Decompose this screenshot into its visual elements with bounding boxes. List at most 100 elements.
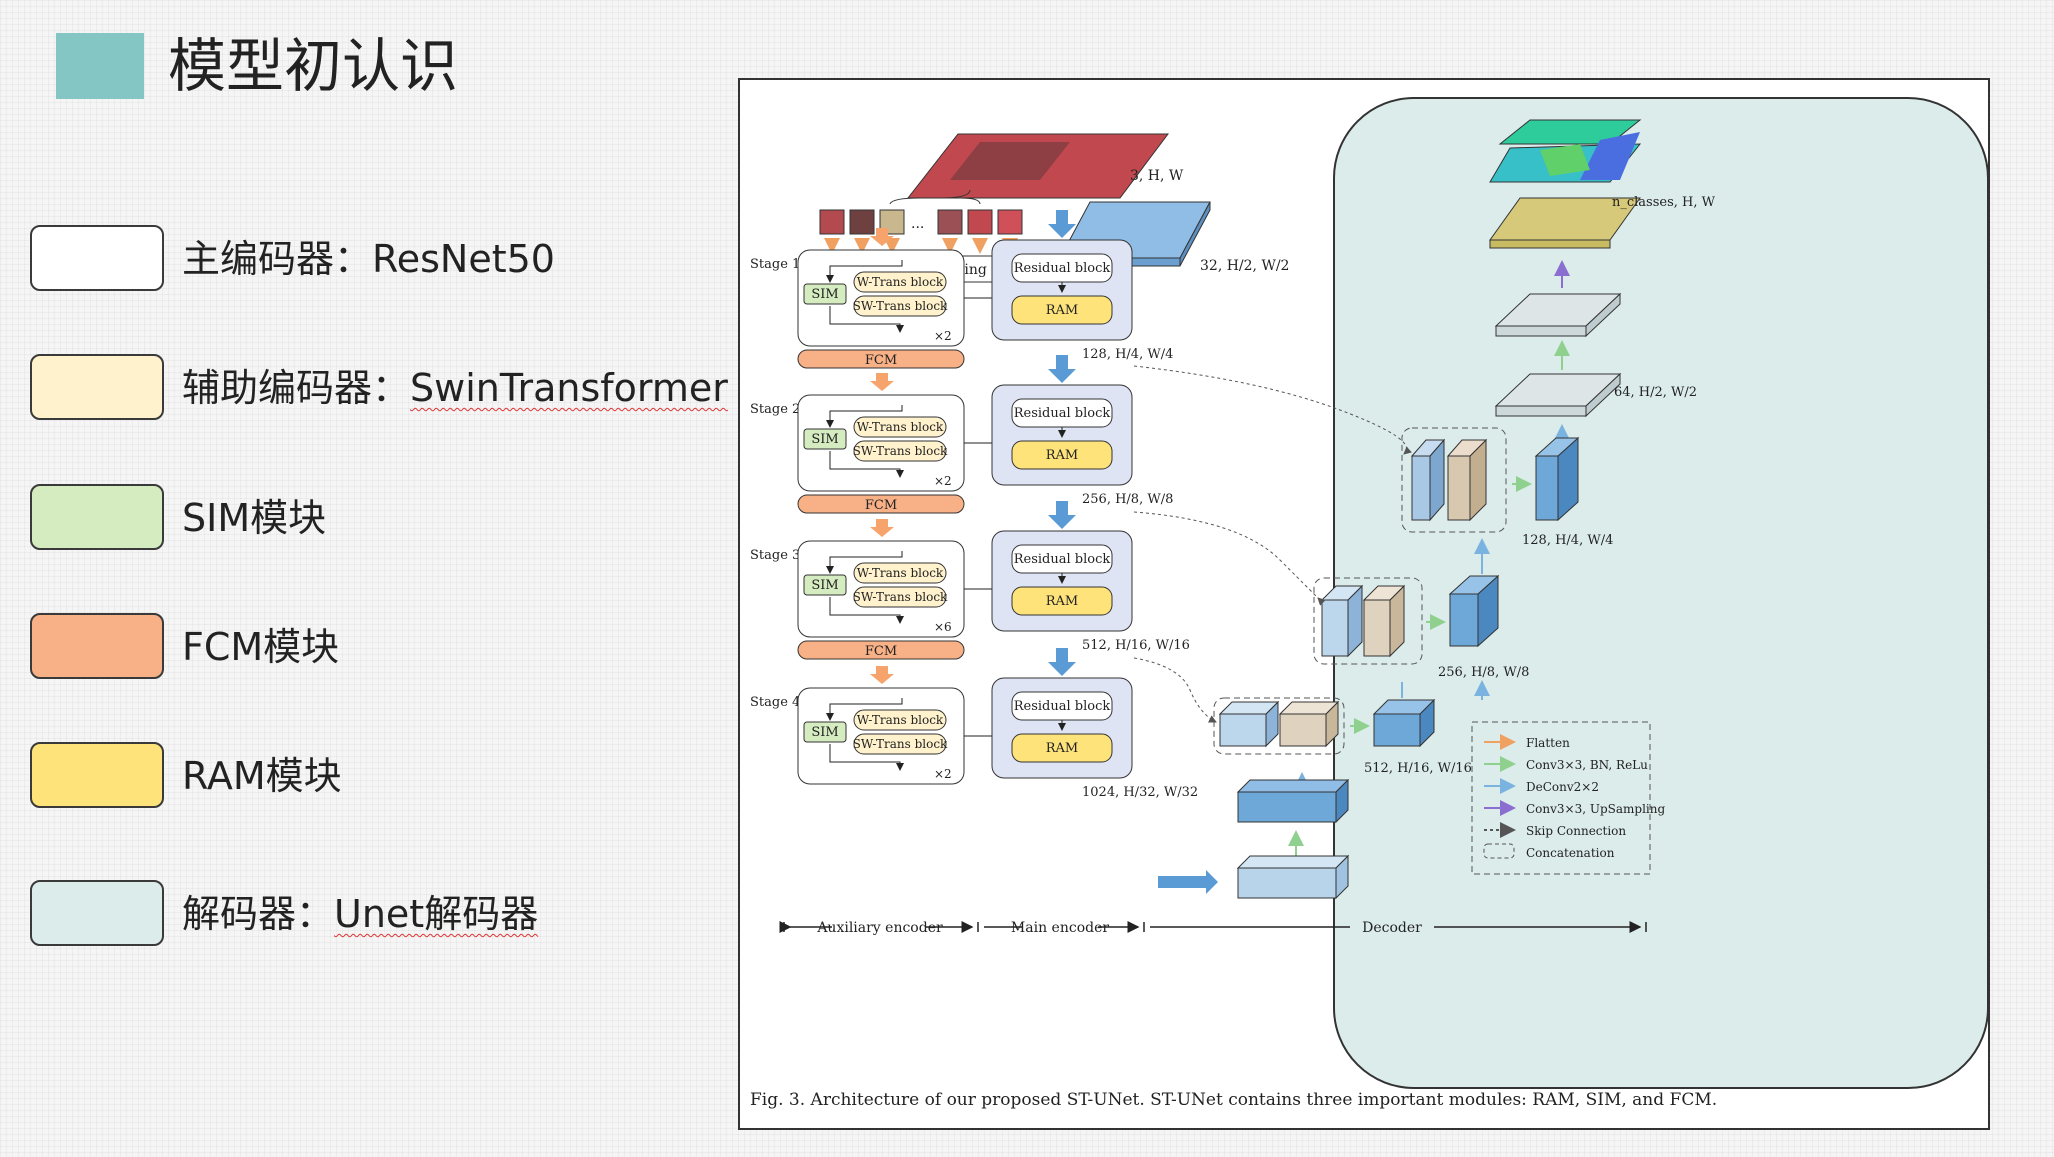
legend-swatch (30, 880, 164, 946)
main-arrow (1048, 501, 1076, 529)
skip-connections (1133, 365, 1412, 723)
repeat-label: ×2 (934, 329, 952, 343)
concat-128 (1401, 427, 1507, 533)
sim-label: SIM (811, 578, 838, 593)
fcm-bar (797, 494, 965, 514)
key-item: DeConv2×2 (1484, 778, 1599, 794)
sw-trans-label: SW-Trans block (853, 737, 948, 751)
fcm-bar (797, 349, 965, 369)
key-label: Skip Connection (1526, 824, 1626, 838)
main-dims-label: 512, H/16, W/16 (1082, 638, 1190, 653)
w-trans-label: W-Trans block (857, 275, 944, 289)
bridge-arrow (1158, 870, 1218, 894)
section-main: Main encoder (1011, 920, 1109, 936)
block-512-b (1278, 700, 1340, 748)
w-trans-box (853, 562, 947, 584)
fcm-label: FCM (865, 353, 897, 368)
residual-label: Residual block (1014, 552, 1111, 567)
bottom-slab-top (1236, 778, 1350, 824)
fcm-label: FCM (865, 498, 897, 513)
residual-label: Residual block (1014, 406, 1111, 421)
decoder-d256: 256, H/8, W/8 (1438, 665, 1529, 680)
decoder-d128: 128, H/4, W/4 (1522, 533, 1613, 548)
decoder-output: n_classes, H, W (1489, 119, 1716, 249)
sim-box (803, 721, 847, 743)
ram-box (1011, 295, 1113, 325)
decoder-d64: 64, H/2, W/2 (1614, 385, 1697, 400)
sim-label: SIM (811, 432, 838, 447)
concat-512 (1213, 697, 1345, 755)
key-label: DeConv2×2 (1526, 780, 1599, 794)
w-trans-label: W-Trans block (857, 713, 944, 727)
sw-trans-label: SW-Trans block (853, 590, 948, 604)
sim-box (803, 574, 847, 596)
residual-label: Residual block (1014, 261, 1111, 276)
sim-label: SIM (811, 725, 838, 740)
main-dims-label: 256, H/8, W/8 (1082, 492, 1173, 507)
w-trans-label: W-Trans block (857, 566, 944, 580)
legend-label: 解码器：Unet解码器 (182, 892, 539, 936)
sw-trans-box (853, 586, 947, 608)
stage-label: Stage 2 (750, 402, 800, 417)
ram-box (1011, 733, 1113, 763)
key-item: Flatten (1484, 734, 1570, 750)
main-arrow (1048, 648, 1076, 676)
legend-item-decoder: 解码器：Unet解码器 (30, 880, 730, 950)
sim-box (803, 428, 847, 450)
flatten-arrow (870, 519, 894, 537)
main-input-dims: 32, H/2, W/2 (1200, 258, 1289, 274)
legend-label: RAM模块 (182, 754, 342, 798)
flatten-arrow (870, 666, 894, 684)
key-box (1471, 721, 1651, 875)
legend-label: 主编码器：ResNet50 (182, 237, 555, 281)
legend-item-ram: RAM模块 (30, 742, 730, 812)
block-128-a (1410, 438, 1446, 522)
stage-label: Stage 4 (750, 695, 800, 710)
legend-label: SIM模块 (182, 496, 327, 540)
ram-label: RAM (1046, 741, 1079, 756)
key-label: Conv3×3, BN, ReLu (1526, 758, 1648, 772)
w-trans-box (853, 416, 947, 438)
section-rulers (779, 921, 1647, 933)
block-128-b (1446, 438, 1488, 522)
patch-ellipsis: ... (911, 216, 924, 232)
legend-swatch (30, 354, 164, 420)
legend-item-aux-encoder: 辅助编码器：SwinTransformer (30, 354, 730, 424)
decoder-d512: 512, H/16, W/16 (1364, 761, 1472, 776)
w-trans-label: W-Trans block (857, 420, 944, 434)
fcm-bar (797, 640, 965, 660)
w-trans-box (853, 709, 947, 731)
ram-box (1011, 586, 1113, 616)
section-aux: Auxiliary encoder (816, 920, 943, 936)
sim-box (803, 283, 847, 305)
block-512-a (1218, 700, 1280, 748)
legend-label: 辅助编码器：SwinTransformer (182, 366, 728, 410)
decoder-slab-1 (1494, 292, 1622, 338)
sim-label: SIM (811, 287, 838, 302)
bottom-slab-bottom (1236, 854, 1350, 900)
legend-label: FCM模块 (182, 625, 340, 669)
sw-trans-box (853, 295, 947, 317)
main-dims-label: 128, H/4, W/4 (1082, 347, 1173, 362)
key-item: Conv3×3, BN, ReLu (1484, 756, 1648, 772)
ram-box (1011, 440, 1113, 470)
decoder-panel (1333, 97, 1988, 1089)
key-item: Conv3×3, UpSampling (1484, 800, 1666, 816)
block-256-a (1320, 584, 1364, 658)
flatten-arrow (870, 373, 894, 391)
sw-trans-label: SW-Trans block (853, 299, 948, 313)
key-label: Concatenation (1526, 846, 1615, 860)
main-dims-label: 1024, H/32, W/32 (1082, 785, 1198, 800)
key-item: Concatenation (1483, 843, 1615, 860)
legend-item-sim: SIM模块 (30, 484, 730, 554)
sw-trans-box (853, 733, 947, 755)
legend-swatch (30, 225, 164, 291)
block-128-out: 128, H/4, W/4 (1522, 436, 1613, 548)
ram-label: RAM (1046, 448, 1079, 463)
legend-swatch (30, 742, 164, 808)
fcm-label: FCM (865, 644, 897, 659)
